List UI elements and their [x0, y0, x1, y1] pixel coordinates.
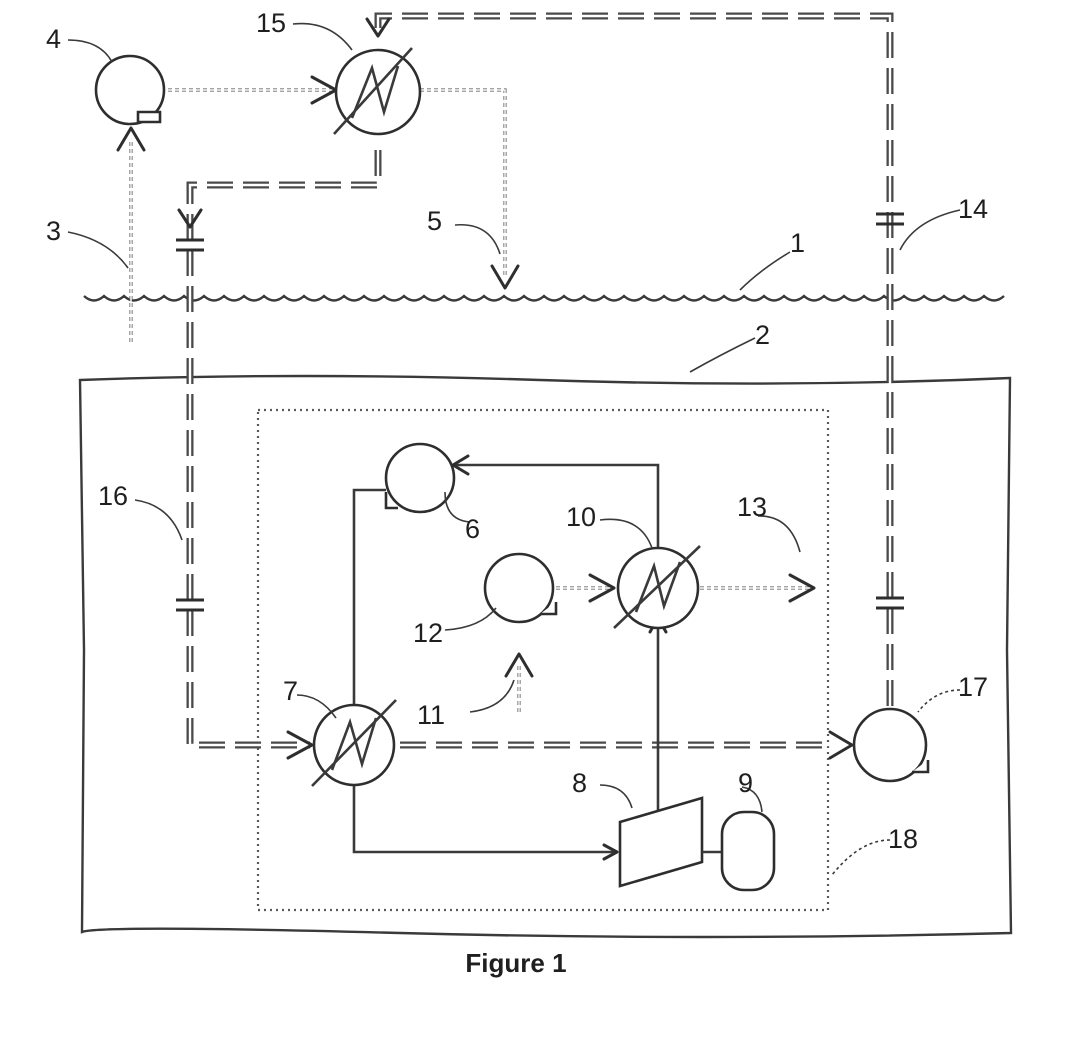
label-10: 10 [566, 502, 596, 532]
label-8: 8 [572, 768, 587, 798]
heat-exchanger-7 [312, 700, 396, 786]
label-5: 5 [427, 206, 442, 236]
pump-12 [485, 554, 556, 622]
pipe-connectors [176, 214, 904, 610]
label-17: 17 [958, 672, 988, 702]
water-surface-line [84, 296, 1004, 301]
label-15: 15 [256, 8, 286, 38]
working-fluid-loop [354, 465, 658, 852]
label-14: 14 [958, 194, 988, 224]
label-7: 7 [283, 676, 298, 706]
label-12: 12 [413, 618, 443, 648]
label-1: 1 [790, 228, 805, 258]
label-6: 6 [465, 514, 480, 544]
label-3: 3 [46, 216, 61, 246]
label-4: 4 [46, 24, 61, 54]
turbine-8 [620, 798, 722, 886]
figure-caption: Figure 1 [465, 948, 566, 978]
label-18: 18 [888, 824, 918, 854]
pump-6 [386, 444, 454, 512]
arrowhead-into-pump-17 [830, 732, 852, 758]
heat-exchanger-15 [334, 48, 420, 134]
label-16: 16 [98, 481, 128, 511]
label-2: 2 [755, 320, 770, 350]
generator-9 [722, 812, 774, 890]
pump-17 [854, 709, 928, 781]
heat-exchanger-10 [614, 546, 700, 628]
label-9: 9 [738, 768, 753, 798]
pump-4 [96, 56, 164, 124]
label-13: 13 [737, 492, 767, 522]
label-11: 11 [417, 700, 445, 730]
